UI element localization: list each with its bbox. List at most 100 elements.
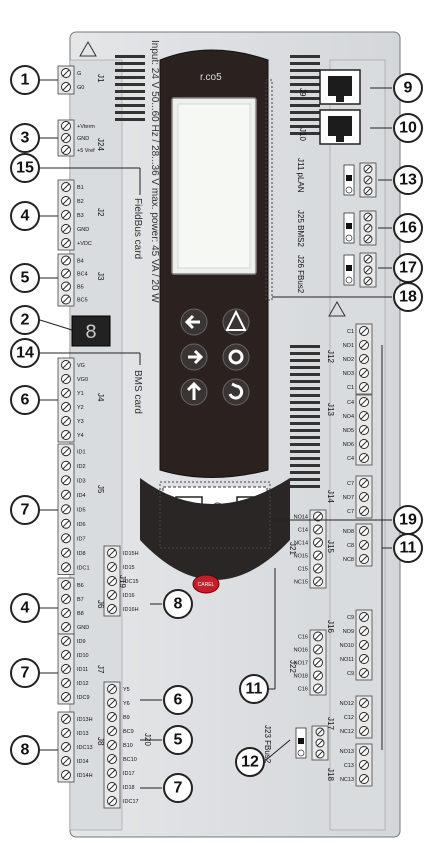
callout-5: 5 — [10, 263, 40, 293]
j26-label: J26 FBus2 — [296, 255, 305, 294]
pin-label: Y4 — [77, 433, 84, 439]
pin-label: NO18 — [294, 674, 308, 680]
arrow-right-icon — [188, 349, 204, 365]
callout-6: 6 — [163, 685, 193, 715]
pin-label: G — [77, 71, 81, 77]
j25-label: J25 BMS2 — [296, 210, 305, 247]
pin-label: NO3 — [343, 371, 354, 377]
carel-logo-text: CAREL — [198, 582, 215, 588]
svg-text:3: 3 — [21, 130, 30, 147]
alarm-button[interactable] — [222, 308, 250, 336]
rj-connector-j9[interactable] — [319, 69, 361, 105]
svg-text:4: 4 — [21, 600, 30, 617]
keypad — [180, 308, 250, 406]
pin-label: NO17 — [294, 661, 308, 667]
pin-label: VG — [77, 363, 85, 369]
serial-block-j25[interactable] — [343, 210, 377, 246]
pin-label: B1 — [77, 185, 84, 191]
pin-label: C15 — [298, 567, 308, 573]
enter-button[interactable] — [222, 343, 250, 371]
pin-label: ID17 — [123, 771, 135, 777]
serial-block-j23[interactable] — [295, 725, 329, 761]
j13-label: J13 — [326, 403, 335, 416]
terminal-block-j1[interactable]: GG0 — [57, 65, 84, 95]
arrow-left-icon — [184, 314, 200, 330]
bms-card-label: BMS card — [132, 370, 143, 414]
pin-label: NO13 — [340, 749, 354, 755]
svg-text:15: 15 — [16, 160, 34, 177]
svg-text:11: 11 — [400, 540, 417, 557]
j2-label: J2 — [96, 208, 105, 217]
svg-text:8: 8 — [21, 742, 30, 759]
pin-label: B9 — [123, 715, 130, 721]
arrow-up-icon — [186, 381, 202, 400]
pin-label: C12 — [344, 715, 354, 721]
pin-label: ID6 — [77, 522, 86, 528]
pin-label: NC12 — [340, 729, 354, 735]
pin-label: BC5 — [77, 298, 88, 304]
callout-8: 8 — [10, 735, 40, 765]
svg-text:8: 8 — [174, 596, 183, 613]
j10-label: J10 — [298, 128, 307, 141]
pin-label: C16 — [298, 635, 308, 641]
pin-label: ID13 — [77, 731, 89, 737]
serial-block-j11[interactable] — [343, 162, 377, 198]
callout-13: 13 — [393, 165, 423, 195]
left-arrow-button[interactable] — [180, 308, 208, 336]
esc-button[interactable] — [222, 378, 250, 406]
pin-label: ID2 — [77, 464, 86, 470]
pin-label: ID7 — [77, 536, 86, 542]
pin-label: C13 — [344, 763, 354, 769]
rj-connector-j10[interactable] — [319, 109, 361, 145]
svg-text:12: 12 — [241, 754, 259, 771]
serial-block-j26[interactable] — [343, 252, 377, 288]
pin-label: C1 — [347, 385, 354, 391]
pin-label: GND — [77, 136, 89, 142]
pin-label: NO2 — [343, 357, 354, 363]
svg-text:18: 18 — [399, 289, 417, 306]
callout-3: 3 — [10, 123, 40, 153]
enter-icon — [228, 349, 244, 365]
up-button[interactable] — [180, 378, 208, 406]
j19-label: J19 — [118, 575, 127, 588]
pin-label: ID11 — [77, 667, 88, 673]
pin-label: NO6 — [343, 442, 354, 448]
svg-text:7: 7 — [174, 780, 183, 797]
alarm-icon — [225, 309, 247, 331]
pin-label: NC8 — [343, 557, 354, 563]
j18-label: J18 — [326, 768, 335, 781]
pin-label: NO1 — [343, 343, 354, 349]
pin-label: BC9 — [123, 729, 134, 735]
callout-19: 19 — [393, 505, 423, 535]
pin-label: B10 — [123, 743, 133, 749]
pin-label: NO9 — [343, 629, 354, 635]
pin-label: GND — [77, 625, 89, 631]
callout-2: 2 — [10, 305, 40, 335]
j15-label: J15 — [326, 540, 335, 553]
svg-text:19: 19 — [399, 512, 417, 529]
warning-icon — [328, 300, 346, 317]
pin-label: ID15H — [123, 551, 139, 557]
right-arrow-button[interactable] — [180, 343, 208, 371]
